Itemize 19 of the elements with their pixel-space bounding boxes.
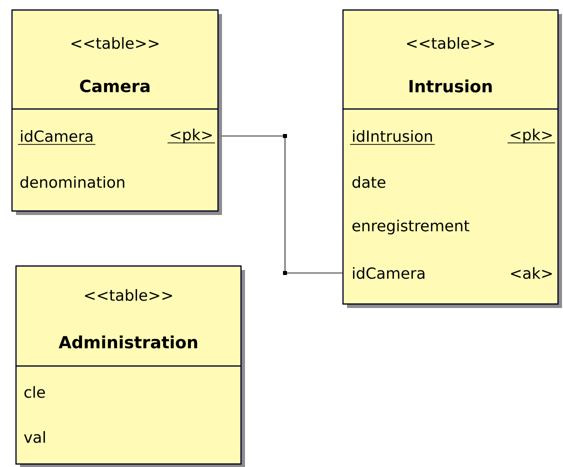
table-box [15,265,245,467]
column-name: cle [24,386,45,398]
column-name: val [24,431,45,443]
table-box [11,9,222,215]
table-box [342,9,562,308]
table-name: Administration [58,336,198,348]
column-name: enregistrement [352,220,470,234]
column-name: date [352,176,386,188]
stereotype-label: <<table>> [407,37,494,49]
stereotype-label: <<table>> [72,37,158,49]
column-name: idCamera [18,130,96,145]
column-name: idCamera [353,267,424,279]
connector-line [218,134,342,275]
table-name: Camera [80,80,150,92]
column-name: idIntrusion [350,130,436,145]
key-marker: <ak> [511,267,552,279]
stereotype-label: <<table>> [85,289,172,301]
column-name: denomination [20,176,124,188]
table-name: Intrusion [410,80,492,92]
